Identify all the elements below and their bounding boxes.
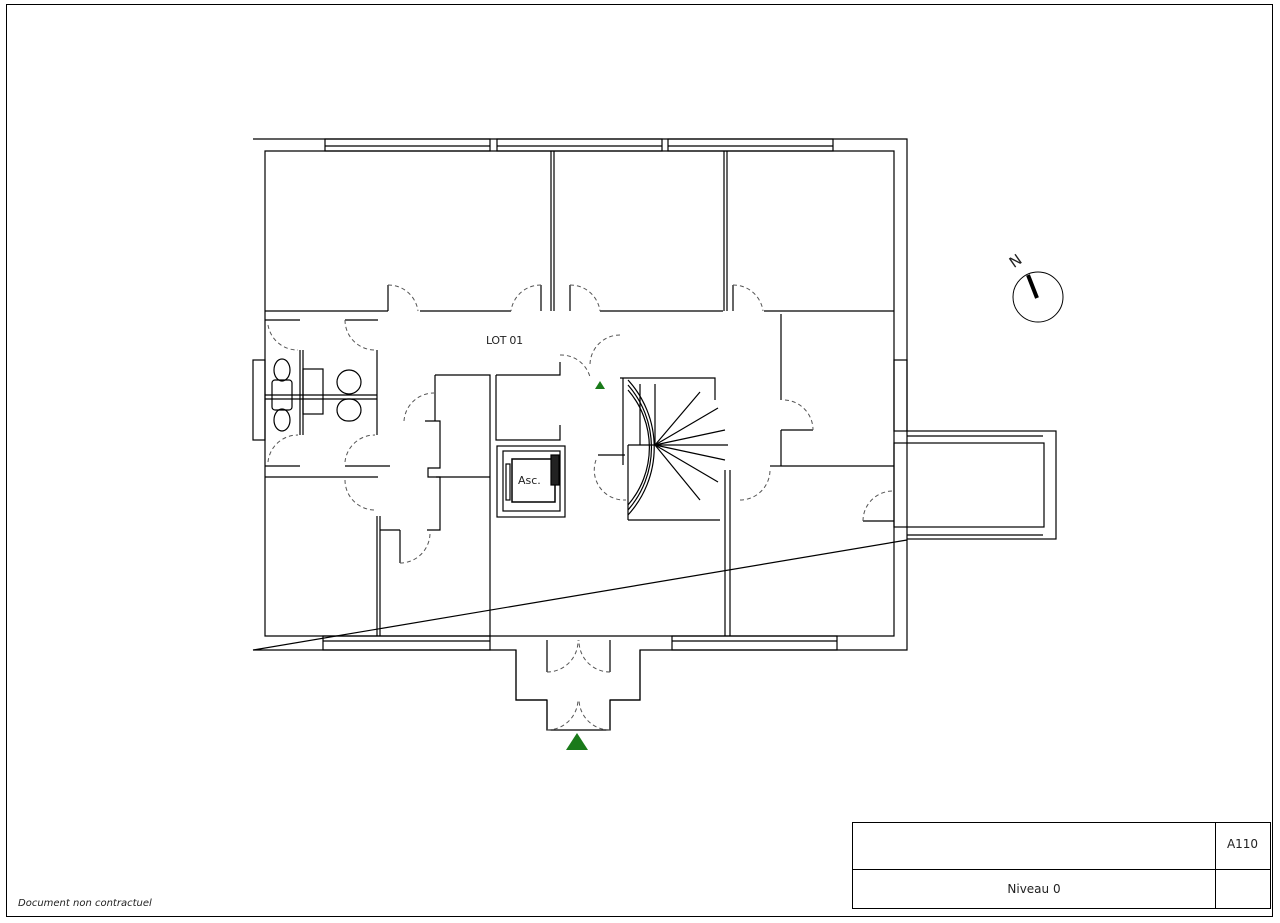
level-name: Niveau 0 xyxy=(1007,882,1061,896)
title-block: A110 Niveau 0 xyxy=(852,822,1271,909)
window-top-1 xyxy=(324,138,491,152)
entrance-marker-small xyxy=(595,381,605,389)
window-top-3 xyxy=(667,138,834,152)
window-bottom-2 xyxy=(671,635,838,651)
window-right xyxy=(893,359,908,432)
annex-inner xyxy=(893,442,1045,528)
window-left xyxy=(252,359,266,441)
door-swings xyxy=(267,284,894,731)
elevator-shaft xyxy=(496,445,566,518)
title-block-row-bottom: Niveau 0 xyxy=(853,870,1270,908)
stair-outline xyxy=(627,379,655,516)
window-top-2 xyxy=(496,138,663,152)
title-block-divider xyxy=(1215,823,1217,908)
entrance-marker-main xyxy=(566,733,588,750)
sheet-border xyxy=(6,4,1273,917)
title-block-row-top: A110 xyxy=(853,823,1270,870)
window-bottom-1 xyxy=(322,635,491,651)
inner-wall xyxy=(264,150,895,637)
disclaimer-text: Document non contractuel xyxy=(18,898,152,909)
elevator-label: Asc. xyxy=(518,474,541,487)
north-arrow-icon xyxy=(1012,271,1064,323)
zone-label: LOT 01 xyxy=(486,334,523,347)
annex-outer xyxy=(906,430,1057,540)
sheet-code: A110 xyxy=(1226,837,1259,851)
